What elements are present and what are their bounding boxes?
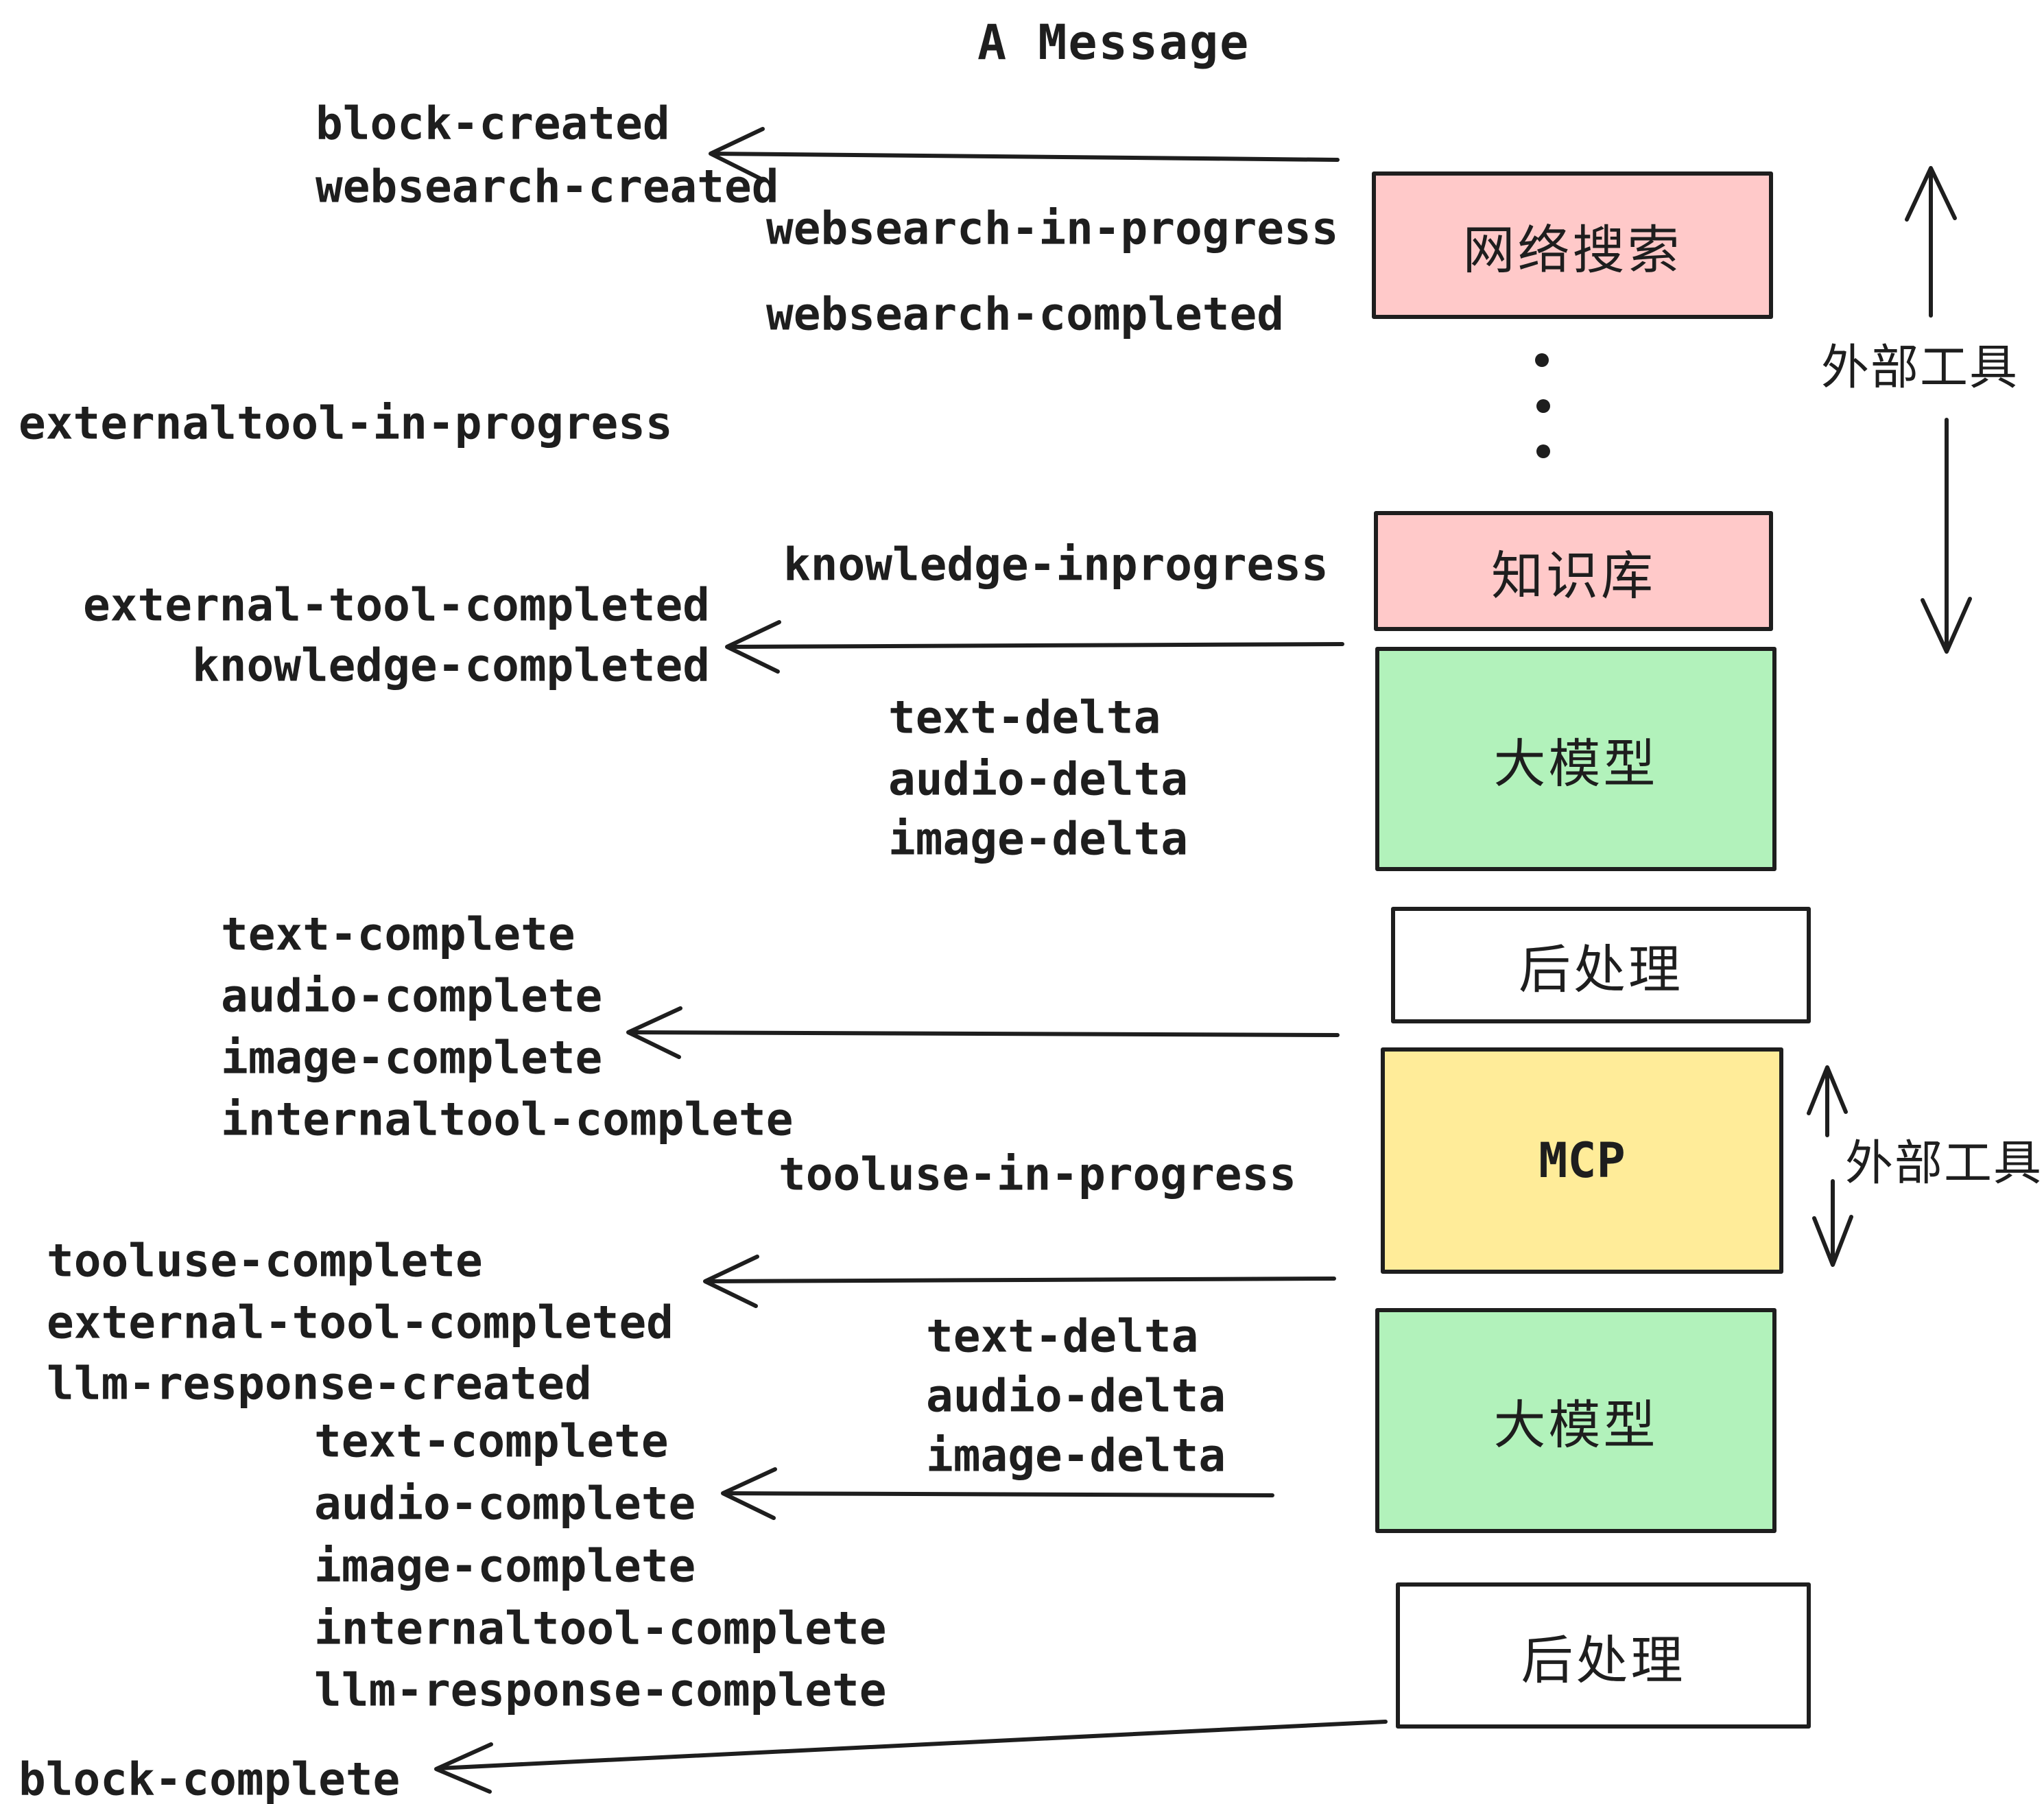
box-postprocess-2-label: 后处理 bbox=[1521, 1629, 1686, 1691]
box-knowledge-label: 知识库 bbox=[1491, 545, 1656, 606]
box-llm-1-label: 大模型 bbox=[1493, 733, 1659, 794]
arrow-external-tools-down-1-head bbox=[1921, 597, 1972, 654]
arrow-tooluse-complete bbox=[704, 1277, 1336, 1283]
event-text-complete-1: text-complete bbox=[221, 907, 575, 961]
event-text-complete-2: text-complete bbox=[314, 1414, 669, 1468]
event-image-delta-1: image-delta bbox=[888, 812, 1189, 866]
event-text-delta-1: text-delta bbox=[888, 691, 1161, 744]
box-postprocess-2: 后处理 bbox=[1396, 1582, 1811, 1729]
event-audio-complete-2: audio-complete bbox=[314, 1477, 696, 1530]
box-llm-2: 大模型 bbox=[1375, 1308, 1776, 1533]
box-mcp-label: MCP bbox=[1538, 1132, 1626, 1189]
arrow-external-tools-down-2-head bbox=[1812, 1215, 1853, 1267]
event-knowledge-completed: knowledge-completed bbox=[192, 639, 710, 692]
arrow-audio-complete-head bbox=[721, 1467, 777, 1520]
box-llm-2-label: 大模型 bbox=[1493, 1394, 1659, 1456]
event-external-tool-completed-1: external-tool-completed bbox=[83, 578, 710, 632]
event-audio-delta-2: audio-delta bbox=[926, 1369, 1226, 1423]
event-image-delta-2: image-delta bbox=[926, 1429, 1226, 1482]
arrow-knowledge-completed-head bbox=[725, 620, 781, 674]
event-audio-complete-1: audio-complete bbox=[221, 969, 603, 1023]
event-externaltool-in-progress: externaltool-in-progress bbox=[19, 396, 673, 450]
event-websearch-in-progress: websearch-in-progress bbox=[766, 202, 1339, 255]
box-postprocess-1-label: 后处理 bbox=[1519, 939, 1683, 1000]
annotation-external-tools-1: 外部工具 bbox=[1821, 339, 2019, 396]
arrow-block-complete bbox=[437, 1720, 1388, 1770]
diagram-title: A Message bbox=[977, 14, 1250, 71]
box-websearch-label: 网络搜索 bbox=[1462, 219, 1683, 281]
arrow-image-complete-head bbox=[626, 1006, 682, 1059]
arrow-external-tools-up-2-head bbox=[1807, 1065, 1848, 1115]
event-llm-response-complete: llm-response-complete bbox=[314, 1663, 887, 1717]
ellipsis-dots bbox=[1535, 353, 1550, 458]
arrow-image-complete bbox=[628, 1030, 1340, 1037]
arrow-block-created bbox=[710, 152, 1340, 162]
box-websearch: 网络搜索 bbox=[1372, 171, 1773, 319]
event-internaltool-complete-2: internaltool-complete bbox=[314, 1602, 887, 1655]
event-text-delta-2: text-delta bbox=[926, 1309, 1199, 1363]
arrow-audio-complete bbox=[722, 1491, 1274, 1497]
event-block-complete: block-complete bbox=[19, 1753, 401, 1804]
event-block-created: block-created bbox=[316, 97, 670, 150]
event-websearch-completed: websearch-completed bbox=[766, 287, 1284, 341]
box-llm-1: 大模型 bbox=[1375, 647, 1776, 871]
arrow-external-tools-up-1-head bbox=[1905, 166, 1957, 222]
box-knowledge: 知识库 bbox=[1374, 511, 1773, 631]
arrow-tooluse-complete-head bbox=[703, 1255, 759, 1308]
event-image-complete-2: image-complete bbox=[314, 1539, 696, 1593]
annotation-external-tools-2: 外部工具 bbox=[1845, 1135, 2043, 1191]
arrow-block-complete-head bbox=[434, 1742, 493, 1794]
box-postprocess-1: 后处理 bbox=[1391, 907, 1811, 1023]
event-llm-response-created: llm-response-created bbox=[47, 1357, 592, 1410]
event-tooluse-complete: tooluse-complete bbox=[47, 1234, 483, 1287]
event-tooluse-in-progress: tooluse-in-progress bbox=[779, 1148, 1296, 1201]
event-knowledge-inprogress: knowledge-inprogress bbox=[783, 538, 1329, 591]
event-internaltool-complete-1: internaltool-complete bbox=[221, 1093, 794, 1146]
box-mcp: MCP bbox=[1381, 1047, 1783, 1274]
event-external-tool-completed-2: external-tool-completed bbox=[47, 1296, 674, 1349]
event-audio-delta-1: audio-delta bbox=[888, 752, 1189, 806]
arrow-knowledge-completed bbox=[726, 642, 1344, 649]
event-image-complete-1: image-complete bbox=[221, 1031, 603, 1084]
event-websearch-created: websearch-created bbox=[316, 160, 779, 213]
arrow-block-created-head bbox=[709, 127, 765, 181]
